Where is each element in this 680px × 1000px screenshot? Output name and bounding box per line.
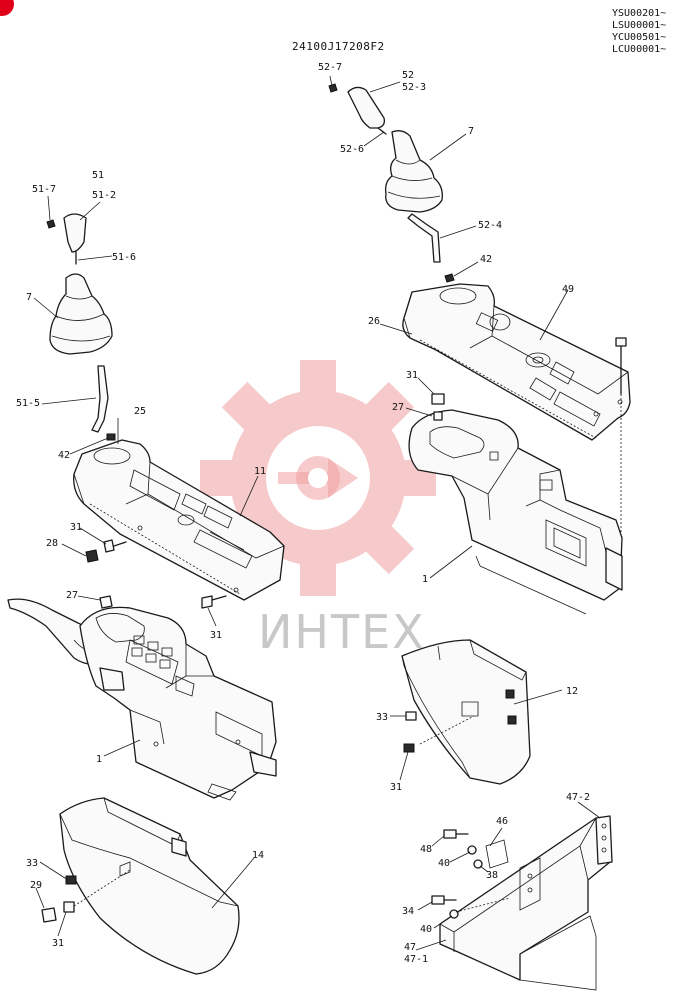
- callout-51-6: 51-6: [112, 252, 136, 263]
- callout-31-b: 31: [210, 630, 222, 641]
- corner-marker: [0, 0, 14, 16]
- serial-range-block: YSU00201~ LSU00001~ YCU00501~ LCU00001~: [612, 8, 666, 55]
- lever-assembly-51: [46, 213, 116, 441]
- callout-7-left: 7: [26, 292, 32, 303]
- callout-29: 29: [30, 880, 42, 891]
- serial-range-4: LCU00001~: [612, 44, 666, 55]
- callout-33-right: 33: [376, 712, 388, 723]
- callout-1-left: 1: [96, 754, 102, 765]
- callout-12: 12: [566, 686, 578, 697]
- callout-1-right: 1: [422, 574, 428, 585]
- callout-11: 11: [254, 466, 266, 477]
- callout-31-c: 31: [390, 782, 402, 793]
- callout-51-7: 51-7: [32, 184, 56, 195]
- callout-labels: 52-7 52 52-3 52-6 7 52-4 42 49 26 31 27 …: [16, 62, 590, 965]
- console-frame-right-1: [408, 393, 623, 615]
- callout-42-right: 42: [480, 254, 492, 265]
- callout-26: 26: [368, 316, 380, 327]
- callout-47-1: 47-1: [404, 954, 428, 965]
- fasteners-left-cover: [85, 539, 227, 609]
- callout-52-4: 52-4: [478, 220, 502, 231]
- callout-49: 49: [562, 284, 574, 295]
- callout-42-left: 42: [58, 450, 70, 461]
- drawing-code: 24100J17208F2: [292, 40, 385, 53]
- callout-52-3: 52-3: [402, 82, 426, 93]
- watermark-gear-logo: [200, 360, 436, 596]
- console-frame-left-1: [7, 595, 277, 801]
- callout-47: 47: [404, 942, 416, 953]
- callout-14: 14: [252, 850, 264, 861]
- bracket-assembly-47: [431, 815, 613, 991]
- callout-25: 25: [134, 406, 146, 417]
- callout-40-b: 40: [420, 924, 432, 935]
- callout-38: 38: [486, 870, 498, 881]
- callout-31-a: 31: [70, 522, 82, 533]
- callout-52-6: 52-6: [340, 144, 364, 155]
- serial-range-2: LSU00001~: [612, 20, 666, 31]
- callout-31-right: 31: [406, 370, 418, 381]
- serial-range-3: YCU00501~: [612, 32, 666, 43]
- callout-47-2: 47-2: [566, 792, 590, 803]
- side-cover-12: [401, 639, 531, 785]
- callout-46: 46: [496, 816, 508, 827]
- callout-48: 48: [420, 844, 432, 855]
- leader-lines: [33, 75, 601, 951]
- callout-51-2: 51-2: [92, 190, 116, 201]
- callout-52-7: 52-7: [318, 62, 342, 73]
- callout-33-left: 33: [26, 858, 38, 869]
- console-cover-49: [402, 283, 631, 560]
- side-cover-14: [41, 797, 240, 975]
- callout-51-5: 51-5: [16, 398, 40, 409]
- console-cover-11: [73, 439, 285, 601]
- callout-34: 34: [402, 906, 414, 917]
- lever-assembly-52: [328, 83, 455, 283]
- serial-range-1: YSU00201~: [612, 8, 666, 19]
- callout-7-top: 7: [468, 126, 474, 137]
- watermark-text: ИНТЕХ: [258, 605, 426, 659]
- callout-27-left: 27: [66, 590, 78, 601]
- callout-51: 51: [92, 170, 104, 181]
- callout-52: 52: [402, 70, 414, 81]
- callout-28: 28: [46, 538, 58, 549]
- callout-40-a: 40: [438, 858, 450, 869]
- callout-27-right: 27: [392, 402, 404, 413]
- callout-31-d: 31: [52, 938, 64, 949]
